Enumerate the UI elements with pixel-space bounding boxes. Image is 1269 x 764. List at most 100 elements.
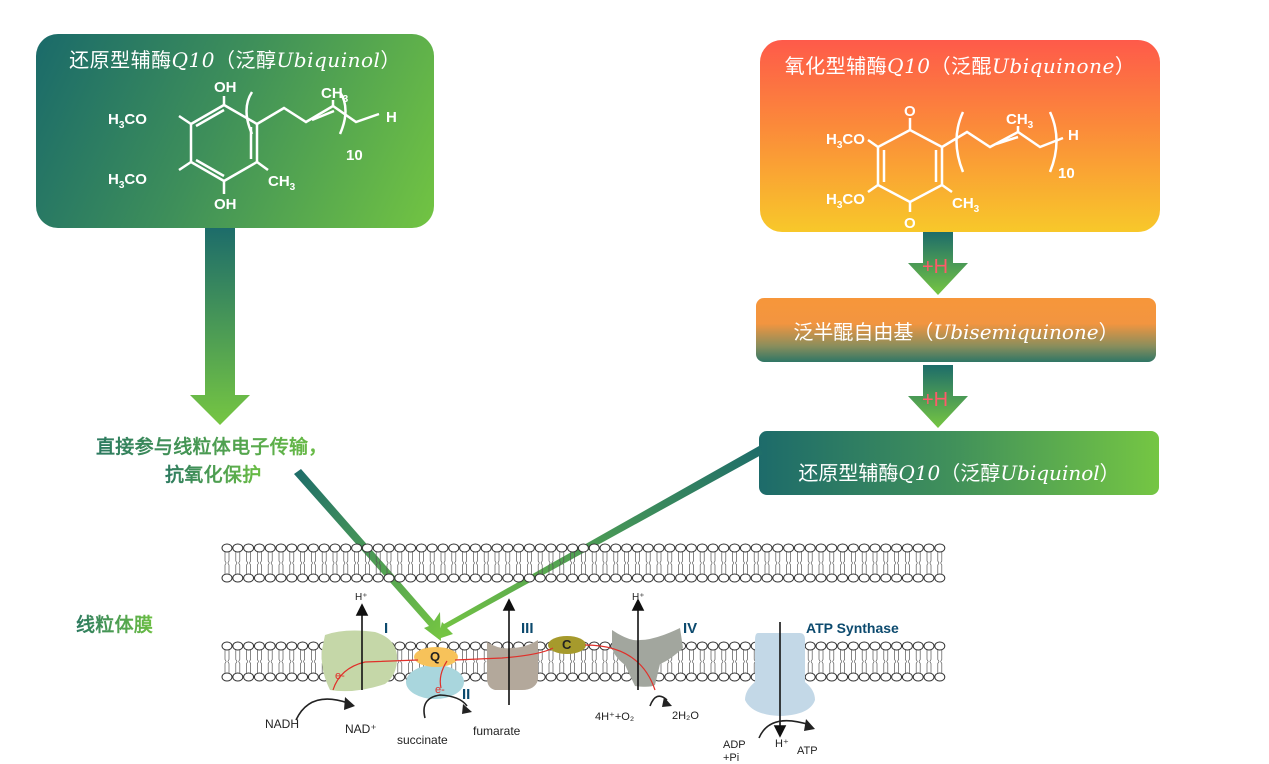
lipid-tail (249, 552, 251, 574)
lipid-head (739, 672, 751, 682)
lipid-tail (583, 650, 586, 673)
lipid-head (912, 672, 924, 682)
title-paren-cn: （泛醇 (940, 461, 1001, 485)
lipid-head (405, 573, 417, 583)
lipid-head (837, 573, 849, 583)
lipid-head (675, 672, 687, 682)
lipid-head (491, 573, 503, 583)
title-cn: 还原型辅酶 (798, 461, 899, 485)
lipid-tail (367, 552, 370, 574)
lipid-head (761, 573, 773, 583)
title-close: ） (1098, 320, 1119, 344)
lipid-tail (475, 650, 478, 673)
lipid-tail (778, 552, 781, 574)
lipid-tail (821, 552, 824, 574)
plus-h-label-2: +H (922, 389, 949, 411)
lipid-head (426, 543, 438, 553)
lipid-head (469, 543, 481, 553)
oh-bottom: OH (214, 196, 237, 213)
lipid-head (243, 573, 255, 583)
lipid-tail (462, 650, 465, 673)
lipid-tail (540, 552, 543, 574)
repeat-count: 10 (1058, 165, 1075, 182)
lipid-tail (303, 650, 305, 673)
lipid-head (880, 672, 892, 682)
oxo-top: O (904, 103, 916, 120)
lipid-head (718, 641, 730, 651)
lipid-tail (583, 552, 586, 574)
lipid-head (793, 573, 805, 583)
lipid-tail (375, 552, 378, 574)
lipid-tail (411, 650, 413, 673)
lipid-head (901, 672, 913, 682)
lipid-head (415, 543, 427, 553)
lipid-tail (594, 650, 597, 673)
lipid-head (534, 543, 546, 553)
lipid-tail (659, 552, 662, 574)
lipid-tail (851, 552, 853, 574)
lipid-head (556, 672, 568, 682)
lipid-tail (799, 552, 802, 574)
lipid-tail (713, 552, 716, 574)
lipid-tail (810, 650, 813, 673)
lipid-tail (883, 552, 886, 574)
lipid-head (923, 641, 935, 651)
lipid-head (847, 672, 859, 682)
lipid-tail (929, 552, 932, 574)
lipid-head (631, 573, 643, 583)
lipid-tail (289, 552, 292, 574)
lipid-tail (832, 552, 835, 574)
lipid-tail (691, 552, 694, 574)
lipid-tail (724, 650, 727, 673)
lipid-tail (473, 650, 475, 673)
lipid-tail (281, 650, 284, 673)
lipid-head (221, 672, 233, 682)
lipid-tail (559, 552, 562, 574)
lipid-head (426, 573, 438, 583)
lipid-head (221, 543, 233, 553)
lipid-head (480, 543, 492, 553)
lipid-tail (861, 552, 864, 574)
lipid-tail (940, 552, 943, 574)
lipid-head (815, 641, 827, 651)
lipid-tail (821, 650, 824, 673)
lipid-head (448, 641, 460, 651)
lipid-head (934, 672, 946, 682)
lipid-head (610, 543, 622, 553)
lipid-head (847, 573, 859, 583)
lipid-head (351, 543, 363, 553)
lipid-tail (529, 552, 532, 574)
lipid-tail (227, 552, 230, 574)
lipid-head (653, 543, 665, 553)
lipid-head (307, 573, 319, 583)
lipid-head (675, 573, 687, 583)
lipid-tail (605, 552, 608, 574)
lipid-head (437, 543, 449, 553)
lipid-tail (259, 650, 262, 673)
lipid-head (858, 641, 870, 651)
lipid-tail (937, 552, 940, 574)
lipid-head (275, 573, 287, 583)
lipid-tail (257, 552, 259, 574)
lipid-tail (421, 552, 424, 574)
lipid-head (394, 641, 406, 651)
title-close: ） (380, 48, 401, 72)
lipid-tail (419, 552, 421, 574)
lipid-tail (743, 552, 745, 574)
lipid-head (221, 641, 233, 651)
complex-iv-shape (612, 628, 683, 687)
lipid-tail (616, 552, 619, 574)
lipid-head (383, 543, 395, 553)
lipid-tail (724, 552, 727, 574)
proton-arrows (355, 598, 787, 738)
lipid-head (264, 573, 276, 583)
lipid-tail (807, 650, 810, 673)
lipid-head (901, 543, 913, 553)
lipid-tail (678, 650, 681, 673)
ubiquinone-structure: O O H3CO H3CO CH3 CH3 H 10 (826, 103, 1079, 232)
lipid-head (610, 672, 622, 682)
lipid-tail (907, 650, 910, 673)
lipid-tail (270, 650, 273, 673)
